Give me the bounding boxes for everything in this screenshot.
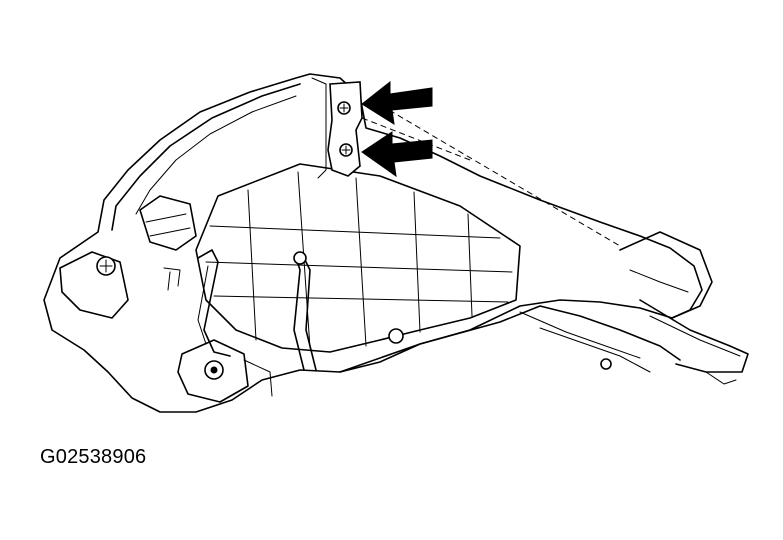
bottom-rail — [339, 305, 681, 373]
ribbed-panel — [195, 163, 521, 353]
lower-pivot — [177, 339, 273, 403]
right-end-connector — [619, 231, 749, 385]
linkage-rod — [197, 249, 317, 371]
callout-arrows — [361, 80, 433, 178]
figure-id-label: G02538906 — [40, 446, 147, 468]
arrow-pointer-icon — [361, 80, 433, 125]
arrow-pointer-icon — [361, 131, 433, 178]
mounting-bracket — [311, 77, 621, 247]
left-end-detail — [59, 195, 197, 319]
